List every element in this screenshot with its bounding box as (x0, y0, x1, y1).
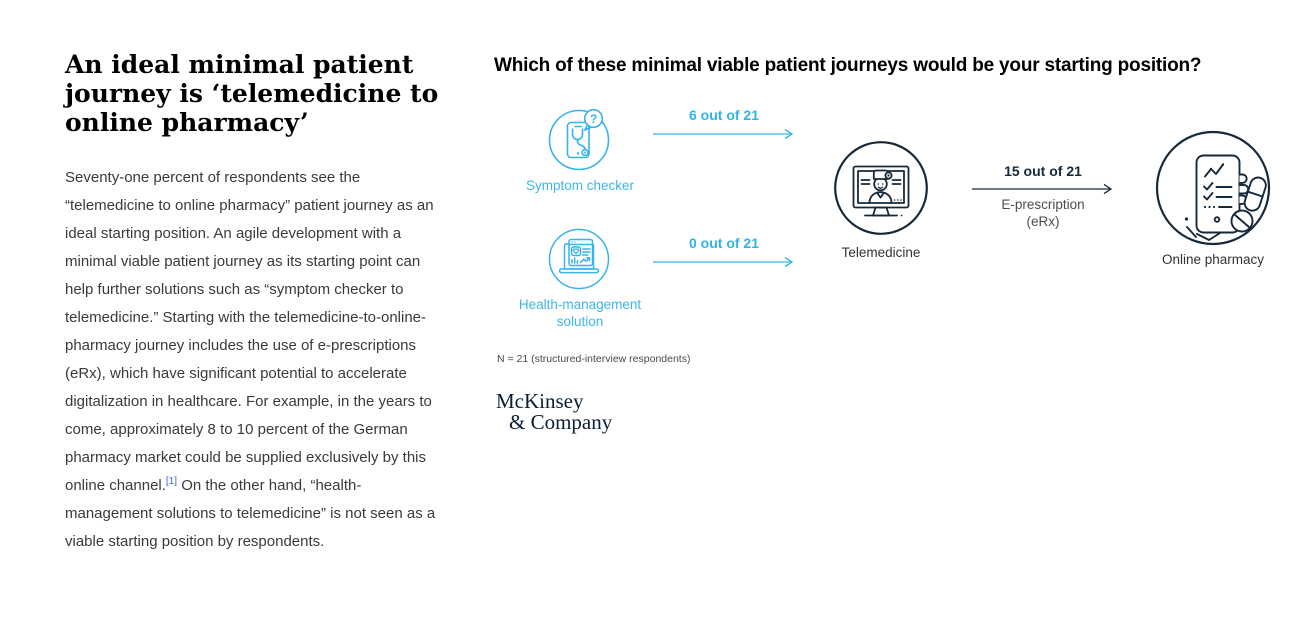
node-label-telemedicine: Telemedicine (841, 245, 921, 260)
logo-line-2: & Company (509, 410, 613, 434)
sample-size-note: N = 21 (structured-interview respondents… (497, 353, 691, 365)
online-pharmacy-icon (1155, 130, 1271, 246)
flow-arrow-icon (653, 256, 794, 268)
flow-count-symptom-to-telemedicine: 6 out of 21 (688, 107, 759, 123)
page-title: An ideal minimal patient journey is ‘tel… (65, 50, 445, 137)
health-management-icon (548, 228, 610, 290)
symptom-checker-icon: ? (548, 108, 610, 171)
page-title-line: online pharmacy’ (65, 108, 309, 137)
node-label-online-pharmacy: Online pharmacy (1161, 252, 1265, 267)
node-label-symptom-checker: Symptom checker (525, 178, 635, 193)
page-title-line: journey is ‘telemedicine to (65, 79, 439, 108)
flow-count-health-management-to-telemedicine: 0 out of 21 (688, 235, 759, 251)
page-title-line: An ideal minimal patient (65, 50, 414, 79)
flow-sublabel-eprescription: E-prescription (eRx) (1001, 197, 1085, 229)
question-mark-glyph: ? (590, 112, 597, 126)
article-column: An ideal minimal patient journey is ‘tel… (65, 50, 445, 556)
mckinsey-logo: McKinsey & Company (496, 391, 612, 433)
node-label-health-management: Health-management solution (518, 297, 642, 329)
footnote-link[interactable]: [1] (165, 476, 178, 487)
logo-line-1: McKinsey (496, 389, 584, 413)
article-body-text: Seventy-one percent of respondents see t… (65, 169, 434, 494)
article-body-text: On the other hand, “health-management so… (65, 477, 436, 550)
exhibit-question: Which of these minimal viable patient jo… (494, 55, 1202, 76)
flow-arrow-icon (972, 183, 1113, 195)
telemedicine-icon (834, 141, 928, 235)
flow-arrow-icon (653, 128, 794, 140)
flow-count-telemedicine-to-pharmacy: 15 out of 21 (1004, 163, 1082, 179)
article-body: Seventy-one percent of respondents see t… (65, 164, 443, 556)
